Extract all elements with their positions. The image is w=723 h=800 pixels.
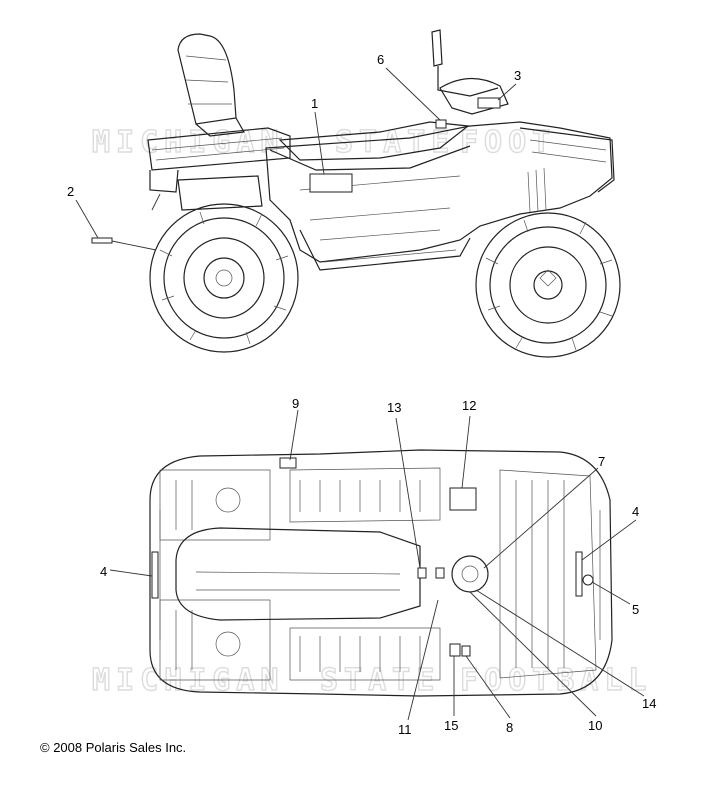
decal-9: [279, 457, 297, 469]
callout-13: 13: [387, 400, 401, 415]
decal-13: [417, 567, 427, 579]
atv-top-view: [149, 449, 613, 697]
callout-8: 8: [506, 720, 513, 735]
decal-4-front: [575, 551, 583, 597]
decal-5: [582, 574, 594, 586]
rear-wheel: [149, 203, 299, 353]
callout-5: 5: [632, 602, 639, 617]
decal-3: [477, 97, 501, 109]
decal-12: [449, 487, 477, 511]
svg-text:MICHIGAN: MICHIGAN: [92, 125, 285, 160]
callout-10: 10: [588, 718, 602, 733]
callout-4-left: 4: [100, 564, 107, 579]
rear-rack: [159, 469, 271, 681]
callout-numbers: 1 2 3 6 4 4 5 7 8 9 10 11 12 13 14 15: [67, 52, 656, 737]
watermark-top: MICHIGAN STATE FOOT: [91, 124, 551, 160]
callout-2: 2: [67, 184, 74, 199]
svg-text:FOOTBALL: FOOTBALL: [460, 663, 653, 698]
decal-6: [435, 119, 447, 129]
svg-text:STATE: STATE: [320, 663, 440, 698]
callout-15: 15: [444, 718, 458, 733]
callout-14: 14: [642, 696, 656, 711]
callout-4-right: 4: [632, 504, 639, 519]
decal-13b: [435, 567, 445, 579]
decal-4-rear: [151, 551, 159, 599]
atv-side-view: [91, 29, 621, 358]
callout-9: 9: [292, 396, 299, 411]
copyright-text: © 2008 Polaris Sales Inc.: [40, 740, 187, 755]
callout-1: 1: [311, 96, 318, 111]
decal-8: [461, 645, 471, 657]
callout-3: 3: [514, 68, 521, 83]
callout-11: 11: [398, 722, 412, 737]
front-wheel: [475, 212, 621, 358]
callout-6: 6: [377, 52, 384, 67]
watermark-bottom: MICHIGAN STATE FOOTBALL: [91, 662, 653, 698]
side-leaders: [75, 67, 517, 251]
callout-7: 7: [598, 454, 605, 469]
decal-1: [309, 173, 353, 193]
callout-12: 12: [462, 398, 476, 413]
decal-15: [449, 643, 461, 657]
decal-2: [91, 237, 113, 244]
top-leaders: [109, 409, 645, 721]
